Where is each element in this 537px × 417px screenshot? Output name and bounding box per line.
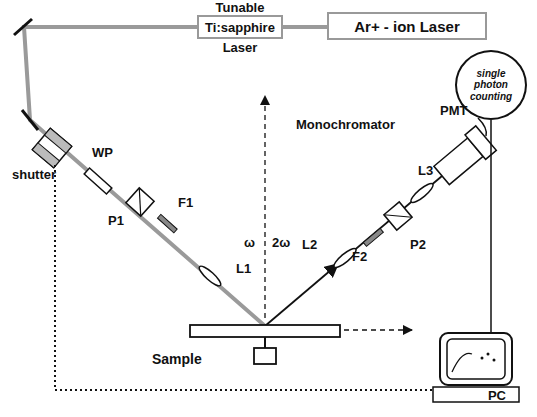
part-label: L2 (302, 238, 317, 252)
holder-axis (264, 337, 266, 348)
mirror (22, 110, 38, 130)
part-label: F1 (178, 196, 193, 210)
pc-monitor: PC (432, 332, 520, 404)
connector (283, 25, 327, 29)
lens (409, 181, 436, 205)
part-label: shutter (12, 168, 56, 182)
part-label: P2 (410, 238, 426, 252)
shg-beam (265, 264, 338, 326)
part-label: ω (244, 236, 255, 250)
box-text: single photon counting (465, 68, 517, 103)
part-label: F2 (352, 250, 367, 264)
rotation-stage (254, 348, 276, 364)
polarizer (384, 202, 412, 230)
sample-plate (190, 325, 340, 337)
monitor-drawing (432, 332, 520, 404)
polarizer (126, 188, 154, 216)
part-label: Sample (152, 352, 202, 367)
mirror (14, 19, 32, 35)
part-label: PMT (440, 104, 467, 118)
part-label: WP (92, 146, 113, 160)
shutter-control-line (55, 165, 432, 390)
cable (478, 118, 486, 136)
connector (490, 120, 492, 333)
waveplate (84, 168, 112, 194)
box-text: Ti:sapphire (205, 20, 275, 35)
filter (363, 228, 383, 246)
part-label: L1 (236, 262, 251, 276)
part-label: P1 (108, 214, 124, 228)
box-text: Laser (199, 40, 281, 55)
lens (197, 264, 223, 289)
part-label: 2ω (272, 236, 290, 250)
box-text: Ar+ - ion Laser (354, 18, 459, 35)
box-text: PC (488, 389, 506, 402)
part-label: L3 (418, 164, 433, 178)
laser-beam (24, 27, 265, 326)
normal-axis (264, 96, 265, 318)
shg-beam (338, 165, 455, 264)
filter (157, 214, 177, 232)
laser-box: Ar+ - ion Laser (327, 12, 487, 40)
box-text: Tunable (199, 0, 281, 15)
part-label: Monochromator (296, 118, 395, 132)
shutter-symbol (32, 128, 71, 167)
laser-box: TunableTi:sapphireLaser (197, 15, 283, 39)
